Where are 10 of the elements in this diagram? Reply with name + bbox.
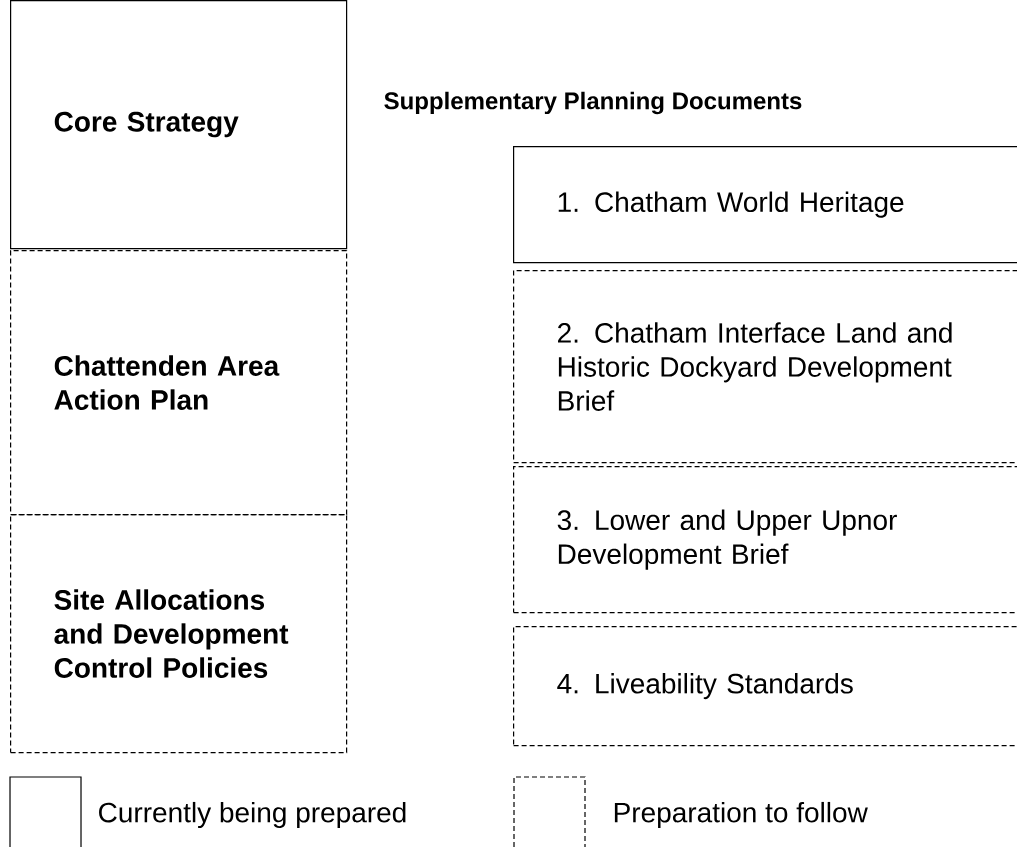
- legend-label: Preparation to follow: [614, 801, 868, 829]
- planning-box: Site Allocations and Development Control Policies: [10, 514, 348, 754]
- planning-box: 3. Lower and Upper Upnor Development Brief: [513, 466, 1017, 614]
- planning-box: 4. Liveability Standards: [513, 626, 1017, 747]
- heading: Supplementary Planning Documents: [384, 91, 802, 115]
- planning-box: 2. Chatham Interface Land and Historic Dockyard Development Brief: [513, 270, 1017, 464]
- legend-label: Currently being prepared: [99, 801, 406, 829]
- planning-box: 1. Chatham World Heritage: [513, 146, 1017, 264]
- planning-box: Chattenden Area Action Plan: [10, 250, 348, 516]
- planning-box: Core Strategy: [10, 0, 348, 250]
